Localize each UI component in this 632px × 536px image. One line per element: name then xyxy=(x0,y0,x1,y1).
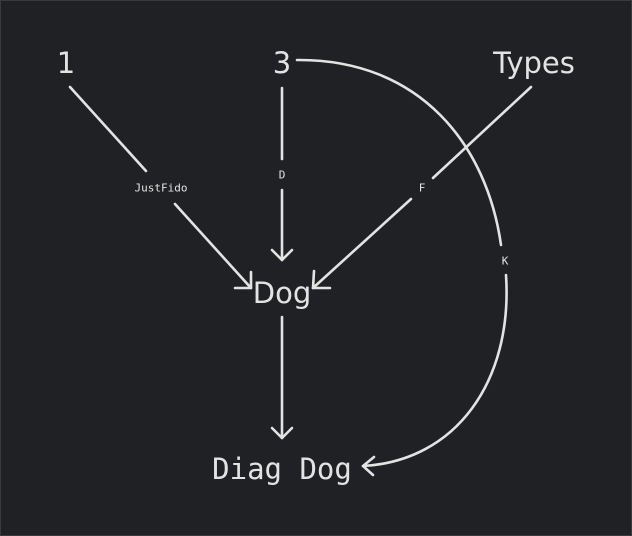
edge-label-k: K xyxy=(501,254,509,268)
edge-types-to-dog xyxy=(311,85,533,290)
node-dog[interactable]: Dog xyxy=(252,276,312,310)
edge-3-to-diagdog xyxy=(295,58,508,477)
node-1[interactable]: 1 xyxy=(56,46,76,80)
edge-dog-to-diagdog xyxy=(270,315,294,440)
edge-1-to-dog xyxy=(68,85,253,290)
node-3[interactable]: 3 xyxy=(272,46,292,80)
edge-label-f: F xyxy=(418,181,426,195)
edge-label-justfido: JustFido xyxy=(134,181,188,195)
node-diag-dog[interactable]: Diag Dog xyxy=(212,452,352,486)
edge-label-d: D xyxy=(278,168,286,182)
edge-3-to-dog xyxy=(270,86,294,262)
node-types[interactable]: Types xyxy=(493,46,575,80)
